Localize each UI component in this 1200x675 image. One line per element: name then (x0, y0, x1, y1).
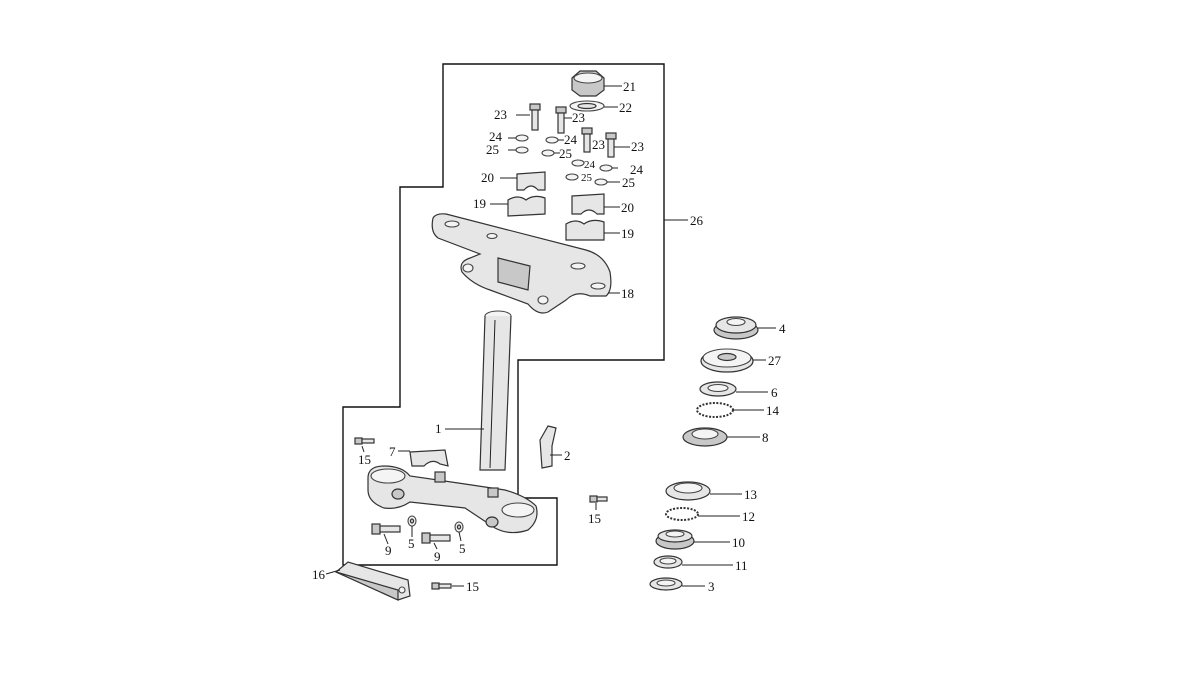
flat-washer-part (515, 146, 529, 154)
flat-washer-part (594, 178, 608, 186)
label-2: 2 (564, 448, 571, 463)
top-nut-part (571, 70, 605, 97)
spring-washer-part (571, 159, 585, 167)
spring-washer-part (545, 136, 559, 144)
steering-top-nut-part (713, 316, 759, 340)
bolt-part (555, 106, 567, 134)
label-8: 8 (762, 430, 769, 445)
label-24: 24 (564, 132, 578, 147)
label-1: 1 (435, 421, 442, 436)
label-15: 15 (588, 511, 601, 526)
label-4: 4 (779, 321, 786, 336)
label-27: 27 (768, 353, 782, 368)
top-cone-race-part (699, 381, 737, 397)
ball-bearing-ring-part (665, 507, 699, 521)
steering-stem-part (479, 310, 512, 471)
label-9: 9 (385, 543, 392, 558)
bottom-ball-race-part (665, 481, 711, 501)
label-26: 26 (690, 213, 704, 228)
bottom-washer-part (649, 577, 683, 591)
bracket-part (539, 425, 557, 469)
label-6: 6 (771, 385, 778, 400)
top-bridge-part (431, 213, 612, 314)
label-5: 5 (459, 541, 466, 556)
label-7: 7 (389, 444, 396, 459)
pinch-bolt-part (371, 523, 401, 535)
label-5: 5 (408, 536, 415, 551)
label-20: 20 (621, 200, 634, 215)
cable-clamp-part (409, 449, 449, 467)
spring-washer-part (599, 164, 613, 172)
label-22: 22 (619, 100, 632, 115)
label-19: 19 (473, 196, 486, 211)
upper-handlebar-clamp-part (516, 171, 546, 191)
brake-hose-guide-part (334, 561, 411, 601)
label-24: 24 (584, 159, 596, 171)
label-23: 23 (572, 110, 585, 125)
label-23: 23 (494, 107, 507, 122)
label-25: 25 (581, 172, 593, 184)
label-25: 25 (559, 146, 572, 161)
upper-handlebar-clamp-part (571, 193, 605, 215)
label-15: 15 (466, 579, 479, 594)
label-3: 3 (708, 579, 715, 594)
assembly-boundary-outline (342, 63, 665, 566)
bottom-bridge-part (367, 465, 538, 534)
bolt-part (529, 103, 541, 131)
label-21: 21 (623, 79, 636, 94)
label-24: 24 (489, 129, 503, 144)
small-bolt-part (431, 582, 452, 590)
label-24: 24 (630, 162, 644, 177)
small-bolt-part (354, 437, 375, 445)
top-ball-race-part (682, 427, 728, 447)
bolt-part (581, 127, 593, 153)
label-20: 20 (481, 170, 494, 185)
pinch-bolt-part (421, 532, 451, 544)
flat-washer-part (565, 173, 579, 181)
label-25: 25 (622, 175, 635, 190)
label-15: 15 (358, 452, 371, 467)
spring-washer-part (515, 134, 529, 142)
ball-bearing-ring-part (696, 402, 734, 418)
label-11: 11 (735, 558, 748, 573)
dust-seal-part (653, 555, 683, 569)
label-19: 19 (621, 226, 634, 241)
label-12: 12 (742, 509, 755, 524)
small-bolt-part (589, 495, 608, 503)
label-18: 18 (621, 286, 634, 301)
lower-handlebar-clamp-part (507, 195, 546, 217)
lower-handlebar-clamp-part (565, 219, 605, 241)
label-10: 10 (732, 535, 745, 550)
label-14: 14 (766, 403, 780, 418)
label-23: 23 (631, 139, 644, 154)
bottom-cone-race-part (655, 529, 695, 550)
label-9: 9 (434, 549, 441, 564)
flat-washer-part (541, 149, 555, 157)
label-23: 23 (592, 137, 605, 152)
dust-cover-part (700, 348, 754, 373)
label-25: 25 (486, 142, 499, 157)
label-13: 13 (744, 487, 757, 502)
label-16: 16 (312, 567, 326, 582)
bolt-part (605, 132, 617, 158)
